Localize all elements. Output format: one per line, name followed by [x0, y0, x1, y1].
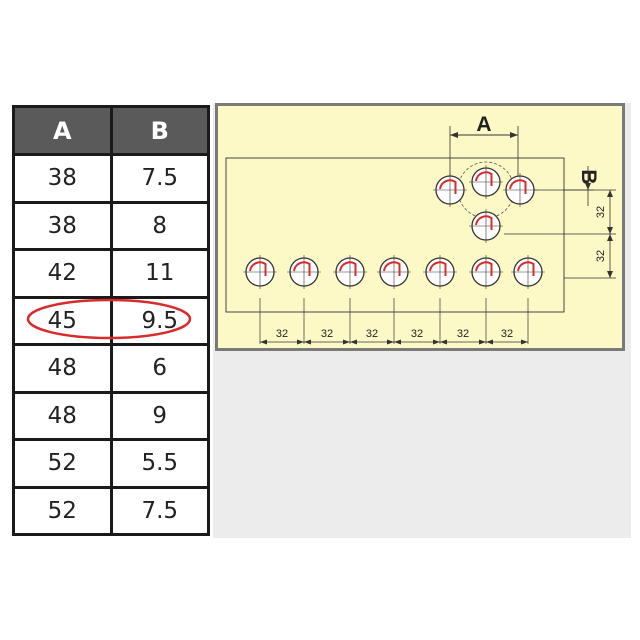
dim-h-label: 32 — [366, 328, 378, 340]
dim-h-arrow — [304, 339, 311, 345]
drilling-pattern-svg: A B 32 32 — [225, 113, 616, 345]
cell-a: 52 — [12, 438, 113, 489]
hinge-arc-mark — [517, 261, 535, 276]
table-row-highlighted: 45 9.5 — [12, 295, 210, 346]
hinge-arc-mark — [293, 261, 311, 276]
hinge-drilling-diagram: A B 32 32 — [215, 103, 625, 351]
hinge-arc-mark — [249, 261, 267, 276]
hinge-arc-mark — [475, 215, 493, 230]
dimension-table: A B 38 7.5 38 8 42 11 45 9.5 48 — [12, 105, 210, 536]
drill-hole-bottom — [511, 255, 545, 289]
dim-a-label: A — [476, 113, 491, 136]
table-row: 42 11 — [12, 248, 210, 299]
hinge-arc-mark — [475, 261, 493, 276]
cell-b: 7.5 — [109, 153, 210, 204]
dim-h-arrow — [394, 339, 401, 345]
cell-b: 11 — [109, 248, 210, 299]
dim-h-arrow — [440, 339, 447, 345]
horizontal-dimensions: 32 32 32 32 32 32 — [259, 298, 529, 345]
cell-b: 7.5 — [109, 485, 210, 536]
column-header-b: B — [109, 105, 210, 156]
cell-a: 48 — [12, 343, 113, 394]
drill-hole-bottom — [377, 255, 411, 289]
dim-h-arrow — [260, 339, 267, 345]
dim-h-label: 32 — [457, 328, 469, 340]
cell-b: 9 — [109, 390, 210, 441]
dim-h-label: 32 — [321, 328, 333, 340]
cell-a: 38 — [12, 200, 113, 251]
dim-h-arrow — [521, 339, 528, 345]
hinge-arc-mark — [429, 261, 447, 276]
dim-h-arrow — [350, 339, 357, 345]
dim-v-arrow-1b — [607, 227, 613, 234]
dim-h-label: 32 — [411, 328, 423, 340]
dim-b-arrow — [585, 183, 591, 190]
dim-h-arrow — [387, 339, 394, 345]
dim-h-label: 32 — [276, 328, 288, 340]
table-row: 48 6 — [12, 343, 210, 394]
dim-v-arrow-1a — [607, 190, 613, 197]
hinge-arc-mark — [383, 261, 401, 276]
cell-b: 9.5 — [109, 295, 210, 346]
cell-a: 38 — [12, 153, 113, 204]
hinge-arc-mark — [509, 179, 527, 194]
cell-b: 5.5 — [109, 438, 210, 489]
dim-h-arrow — [343, 339, 350, 345]
hinge-arc-mark — [339, 261, 357, 276]
dim-v-label-1: 32 — [595, 206, 607, 218]
cell-a: 42 — [12, 248, 113, 299]
table-row: 48 9 — [12, 390, 210, 441]
table-row: 52 5.5 — [12, 438, 210, 489]
table-row: 52 7.5 — [12, 485, 210, 536]
drill-hole-bottom — [423, 255, 457, 289]
dim-h-label: 32 — [501, 328, 513, 340]
panel-outline — [225, 157, 565, 313]
drill-hole-top-right — [503, 173, 537, 207]
dim-v-arrow-2a — [607, 234, 613, 241]
dim-h-arrow — [479, 339, 486, 345]
cell-b: 8 — [109, 200, 210, 251]
dim-h-arrow — [433, 339, 440, 345]
cell-b: 6 — [109, 343, 210, 394]
table-row: 38 7.5 — [12, 153, 210, 204]
drill-hole-top-center — [469, 165, 503, 199]
cell-a: 45 — [12, 295, 113, 346]
drill-hole-bottom — [287, 255, 321, 289]
drill-hole-middle — [469, 209, 503, 243]
cell-a: 52 — [12, 485, 113, 536]
drill-hole-top-left — [433, 173, 467, 207]
dim-a-arrow-left — [450, 132, 458, 138]
table-row: 38 8 — [12, 200, 210, 251]
hinge-arc-mark — [475, 171, 493, 186]
cell-a: 48 — [12, 390, 113, 441]
dim-v-arrow-2b — [607, 271, 613, 278]
dim-v-label-2: 32 — [595, 250, 607, 262]
drill-hole-bottom — [333, 255, 367, 289]
column-header-a: A — [12, 105, 113, 156]
drill-hole-bottom — [469, 255, 503, 289]
dim-h-arrow — [486, 339, 493, 345]
dim-b-label: B — [577, 169, 600, 184]
drill-holes — [243, 165, 545, 289]
dim-a-arrow-right — [510, 132, 518, 138]
dim-h-arrow — [297, 339, 304, 345]
table-header-row: A B — [12, 105, 210, 156]
drill-hole-bottom — [243, 255, 277, 289]
hinge-arc-mark — [439, 179, 457, 194]
